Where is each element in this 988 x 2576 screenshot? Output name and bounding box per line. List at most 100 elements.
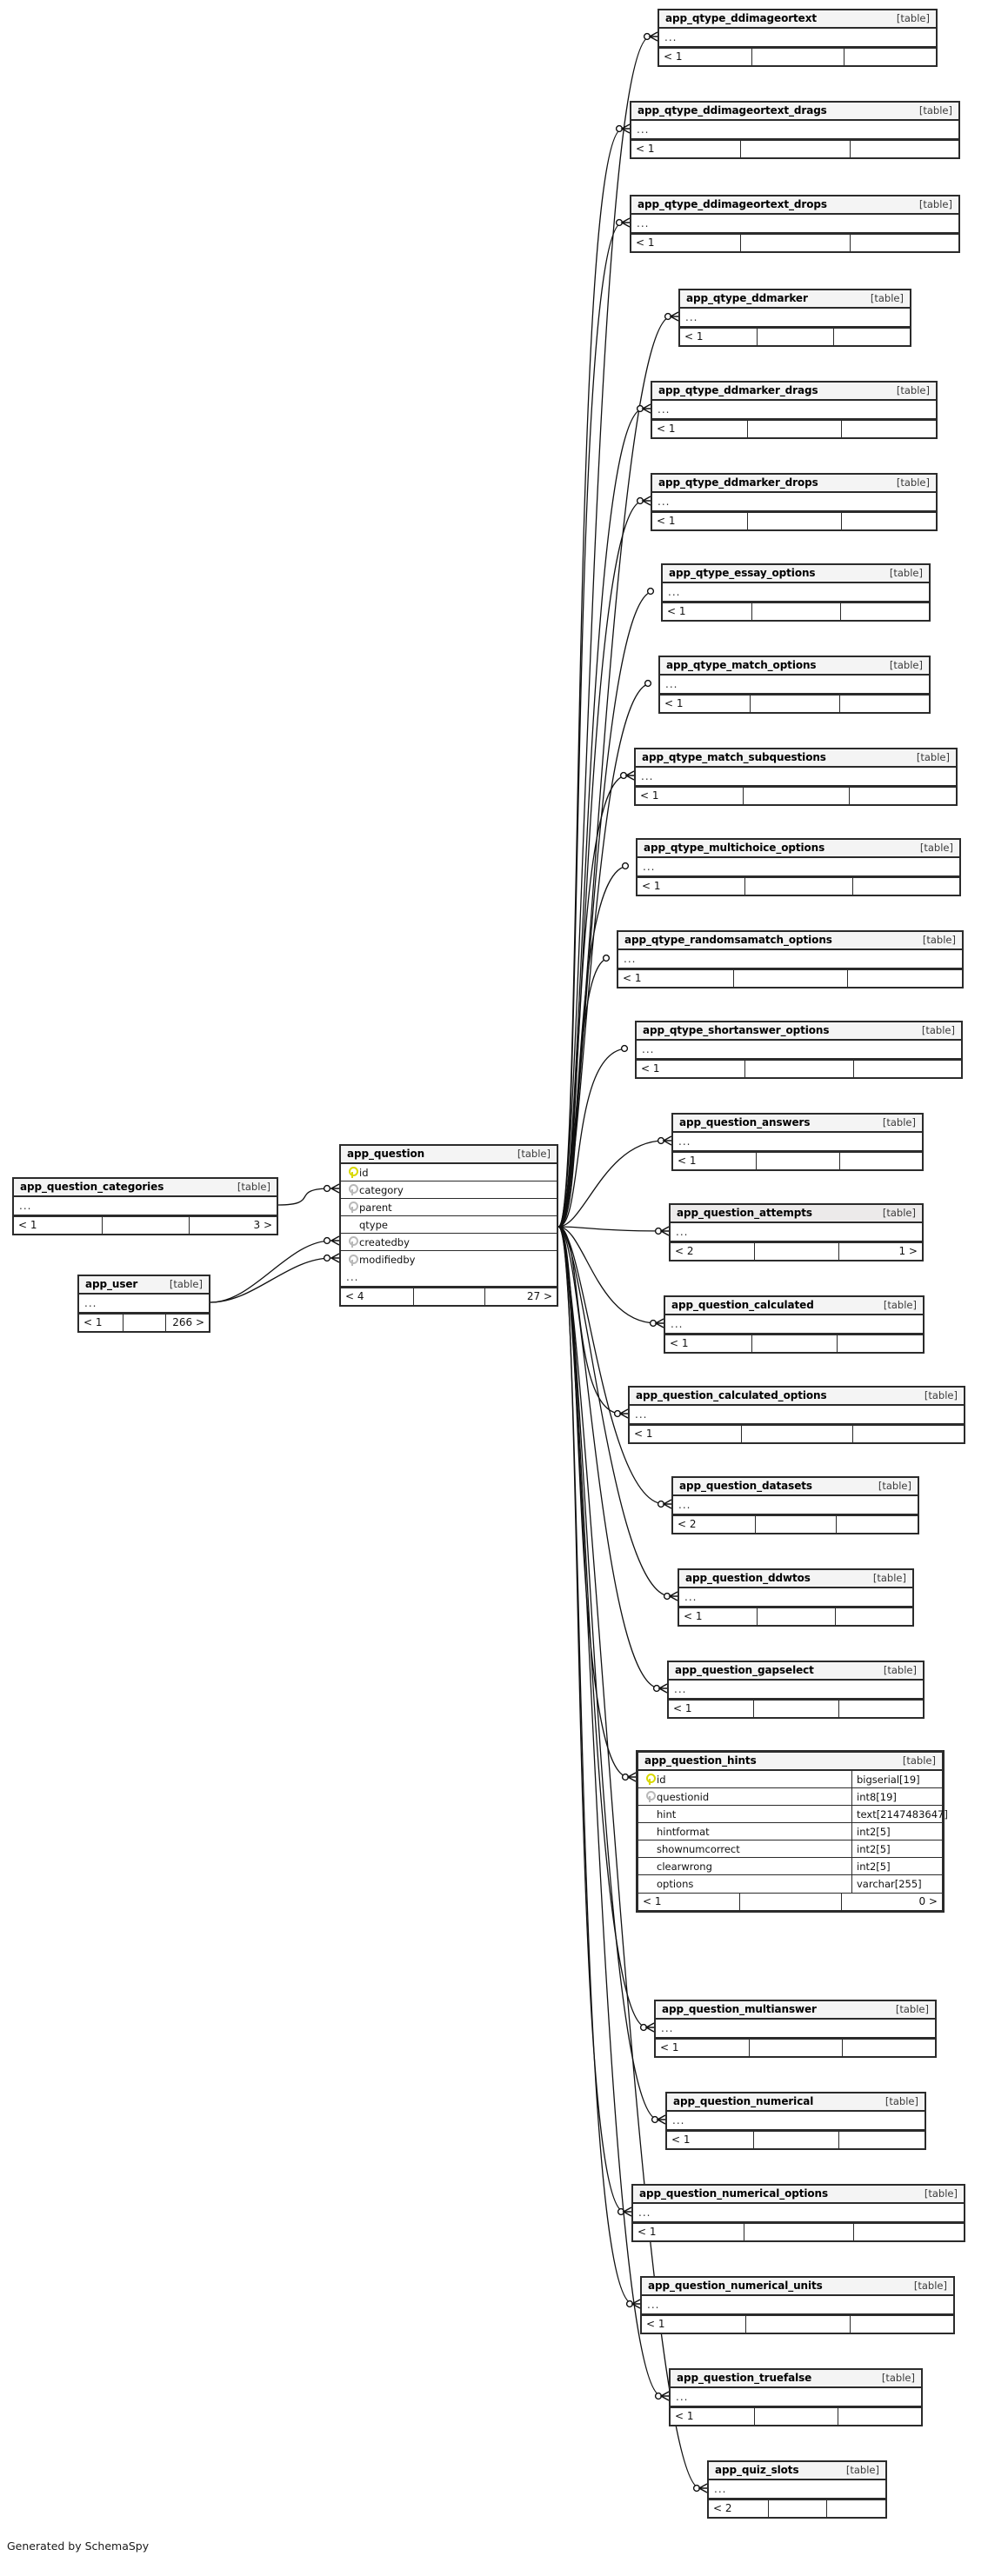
table-footer-counts: < 1 — [631, 140, 958, 157]
table-node-app_question_datasets[interactable]: app_question_datasets[table]...< 2 — [671, 1476, 919, 1534]
table-node-app_question_numerical_options[interactable]: app_question_numerical_options[table]...… — [631, 2184, 965, 2242]
table-row[interactable]: parent — [341, 1199, 557, 1216]
footer-middle — [751, 1335, 838, 1352]
table-node-app_question_numerical_units[interactable]: app_question_numerical_units[table]...< … — [640, 2276, 955, 2334]
table-row[interactable]: modifiedby — [341, 1251, 557, 1268]
table-node-app_question_gapselect[interactable]: app_question_gapselect[table]...< 1 — [667, 1661, 925, 1719]
table-type-tag: [table] — [870, 292, 904, 304]
table-footer-counts: < 2 — [709, 2499, 885, 2517]
table-node-app_question_truefalse[interactable]: app_question_truefalse[table]...< 1 — [669, 2368, 923, 2426]
footer-middle — [101, 1217, 190, 1234]
table-node-app_qtype_ddmarker_drags[interactable]: app_qtype_ddmarker_drags[table]...< 1 — [651, 381, 938, 439]
table-node-app_question_calculated_options[interactable]: app_question_calculated_options[table]..… — [628, 1386, 965, 1444]
more-columns-ellipsis: ... — [631, 121, 958, 140]
table-title: app_question_categories — [20, 1181, 164, 1193]
table-header-app_question_calculated: app_question_calculated[table] — [665, 1297, 923, 1315]
table-row[interactable]: createdby — [341, 1234, 557, 1251]
table-node-app_qtype_ddmarker[interactable]: app_qtype_ddmarker[table]...< 1 — [678, 289, 911, 347]
table-footer-counts: < 1 — [679, 1608, 912, 1625]
parents-count: < 1 — [670, 1337, 689, 1349]
children-count — [841, 421, 936, 437]
table-node-app_qtype_randomsamatch_options[interactable]: app_qtype_randomsamatch_options[table]..… — [617, 930, 964, 988]
table-node-app_qtype_match_subquestions[interactable]: app_qtype_match_subquestions[table]...< … — [634, 748, 958, 806]
table-node-app_qtype_ddimageortext_drags[interactable]: app_qtype_ddimageortext_drags[table]...<… — [630, 101, 960, 159]
children-count — [838, 2408, 921, 2425]
table-type-tag: [table] — [872, 1572, 906, 1584]
table-type-tag: [table] — [845, 2464, 879, 2476]
children-count — [849, 235, 958, 251]
table-node-app_qtype_ddimageortext_drops[interactable]: app_qtype_ddimageortext_drops[table]...<… — [630, 195, 960, 253]
children-count: 3 > — [189, 1217, 277, 1234]
column-name-cell: id — [346, 1167, 557, 1179]
children-count — [842, 2040, 935, 2056]
column-label: options — [657, 1878, 694, 1890]
table-title: app_qtype_randomsamatch_options — [624, 934, 832, 946]
table-type-tag: [table] — [902, 1754, 936, 1767]
parents-count: < 1 — [636, 236, 655, 249]
table-node-app_qtype_essay_options[interactable]: app_qtype_essay_options[table]...< 1 — [661, 563, 931, 622]
footer-middle — [732, 970, 848, 987]
table-header-app_qtype_match_options: app_qtype_match_options[table] — [660, 657, 929, 676]
table-node-app_question_calculated[interactable]: app_question_calculated[table]...< 1 — [664, 1295, 925, 1354]
table-node-app_qtype_ddmarker_drops[interactable]: app_qtype_ddmarker_drops[table]...< 1 — [651, 473, 938, 531]
table-title: app_question_answers — [679, 1116, 811, 1128]
more-columns-ellipsis: ... — [652, 493, 936, 512]
footer-middle — [754, 1243, 838, 1260]
column-name-cell: questionid — [644, 1791, 851, 1803]
column-name-cell: shownumcorrect — [644, 1843, 851, 1855]
table-node-app_question_answers[interactable]: app_question_answers[table]...< 1 — [671, 1113, 924, 1171]
children-count: 266 > — [165, 1315, 209, 1331]
more-columns-ellipsis: ... — [659, 29, 936, 48]
footer-middle — [749, 2040, 842, 2056]
table-type-tag: [table] — [169, 1278, 203, 1290]
column-type: int2[5] — [851, 1857, 942, 1875]
table-row[interactable]: category — [341, 1181, 557, 1199]
footer-middle — [757, 1608, 834, 1625]
table-title: app_question_numerical_options — [639, 2187, 829, 2200]
table-node-app_qtype_match_options[interactable]: app_qtype_match_options[table]...< 1 — [658, 656, 931, 714]
children-count — [841, 513, 936, 529]
table-node-app_qtype_ddimageortext[interactable]: app_qtype_ddimageortext[table]...< 1 — [658, 9, 938, 67]
table-title: app_qtype_ddimageortext_drags — [638, 104, 827, 116]
footer-middle — [752, 2132, 839, 2148]
table-header-app_qtype_multichoice_options: app_qtype_multichoice_options[table] — [638, 840, 959, 858]
column-label: modifiedby — [359, 1254, 416, 1266]
foreign-key-icon — [646, 1791, 656, 1802]
column-label: hint — [657, 1807, 677, 1821]
table-footer-counts: < 1 — [680, 328, 910, 345]
children-count — [849, 141, 958, 157]
table-header-app_qtype_match_subquestions: app_qtype_match_subquestions[table] — [636, 749, 956, 768]
table-node-app_question_multianswer[interactable]: app_question_multianswer[table]...< 1 — [654, 2000, 937, 2058]
column-name-cell: qtype — [346, 1219, 557, 1231]
table-node-app_quiz_slots[interactable]: app_quiz_slots[table]...< 2 — [707, 2460, 887, 2519]
parents-count: < 1 — [634, 1428, 653, 1440]
column-name-cell: parent — [346, 1201, 557, 1214]
table-columns: id category parent qtype createdby modifiedby — [341, 1164, 557, 1268]
table-header-app_qtype_ddimageortext_drops: app_qtype_ddimageortext_drops[table] — [631, 196, 958, 215]
table-node-app_question_ddwtos[interactable]: app_question_ddwtos[table]...< 1 — [678, 1568, 914, 1627]
table-row[interactable]: qtype — [341, 1216, 557, 1234]
footer-middle — [739, 1894, 840, 1910]
table-header-app_qtype_essay_options: app_qtype_essay_options[table] — [663, 565, 929, 583]
parents-count: < 1 — [678, 1155, 697, 1167]
table-row[interactable]: id — [341, 1164, 557, 1181]
table-node-app_question_numerical[interactable]: app_question_numerical[table]...< 1 — [665, 2092, 926, 2150]
column-name-cell: clearwrong — [644, 1860, 851, 1873]
table-node-app_qtype_shortanswer_options[interactable]: app_qtype_shortanswer_options[table]...<… — [635, 1021, 963, 1079]
table-node-app_qtype_multichoice_options[interactable]: app_qtype_multichoice_options[table]...<… — [636, 838, 961, 896]
footer-middle — [740, 141, 849, 157]
column-label: createdby — [359, 1235, 410, 1248]
